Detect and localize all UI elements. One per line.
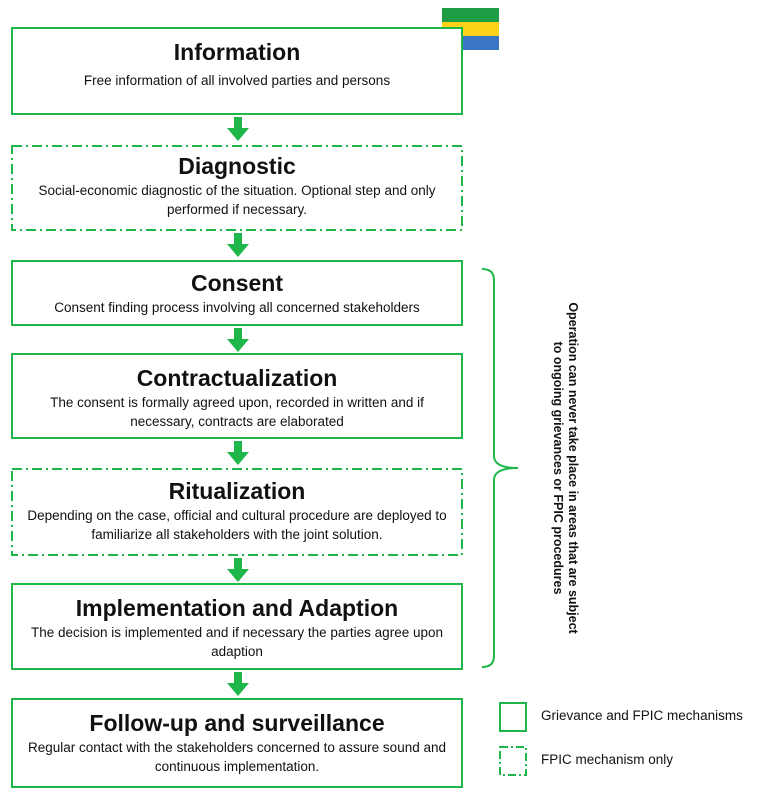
step-title: Contractualization bbox=[136, 365, 338, 391]
dash-dot-border bbox=[11, 468, 463, 556]
step-information: Information Free information of all invo… bbox=[11, 27, 463, 115]
step-title: Consent bbox=[191, 270, 283, 296]
step-description: The consent is formally agreed upon, rec… bbox=[50, 395, 424, 429]
legend-solid-label: Grievance and FPIC mechanisms bbox=[541, 708, 743, 723]
step-description: Social-economic diagnostic of the situat… bbox=[38, 183, 436, 217]
legend-dashed-label: FPIC mechanism only bbox=[541, 752, 674, 767]
legend-solid-swatch bbox=[499, 702, 527, 732]
step-implementation: Implementation and Adaption The decision… bbox=[11, 583, 463, 670]
step-description: Depending on the case, official and cult… bbox=[27, 508, 447, 542]
step-contractualization: Contractualization The consent is formal… bbox=[11, 353, 463, 439]
step-description: The decision is implemented and if neces… bbox=[31, 625, 443, 659]
step-description: Free information of all involved parties… bbox=[83, 73, 391, 88]
arrow-down-icon bbox=[227, 233, 249, 257]
step-follow-up: Follow-up and surveillance Regular conta… bbox=[11, 698, 463, 788]
step-description: Consent finding process involving all co… bbox=[54, 300, 420, 315]
step-title: Diagnostic bbox=[178, 153, 296, 179]
step-description: Regular contact with the stakeholders co… bbox=[27, 740, 446, 774]
step-title: Information bbox=[173, 39, 301, 65]
dash-dot-border bbox=[11, 145, 463, 231]
arrow-down-icon bbox=[227, 441, 249, 465]
step-diagnostic: Diagnostic Social-economic diagnostic of… bbox=[11, 145, 463, 231]
side-note-line1: Operation can never take place in areas … bbox=[566, 302, 580, 634]
arrow-down-icon bbox=[227, 672, 249, 696]
flag-green-stripe bbox=[442, 8, 499, 22]
step-title: Ritualization bbox=[168, 478, 306, 504]
arrow-down-icon bbox=[227, 117, 249, 141]
legend-dashed-swatch bbox=[499, 746, 527, 776]
step-title: Follow-up and surveillance bbox=[89, 710, 385, 736]
side-note-line2: to ongoing grievances or FPIC procedures bbox=[551, 342, 565, 595]
right-brace bbox=[481, 268, 519, 668]
step-title: Implementation and Adaption bbox=[75, 595, 399, 621]
side-note: Operation can never take place in areas … bbox=[551, 302, 580, 634]
step-consent: Consent Consent finding process involvin… bbox=[11, 260, 463, 326]
arrow-down-icon bbox=[227, 558, 249, 582]
arrow-down-icon bbox=[227, 328, 249, 352]
step-ritualization: Ritualization Depending on the case, off… bbox=[11, 468, 463, 556]
